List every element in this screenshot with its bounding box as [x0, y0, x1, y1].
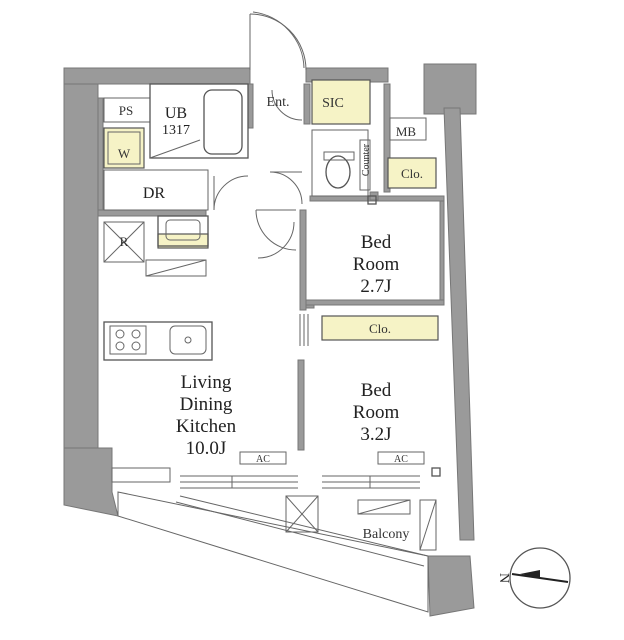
ub-size-label: 1317	[162, 123, 190, 138]
sic-label: SIC	[322, 96, 344, 111]
balcony-hatch	[285, 495, 319, 533]
balcony-storage	[357, 499, 411, 515]
ldk-size-label: 10.0J	[186, 438, 227, 459]
ldk-label-line3: Kitchen	[176, 416, 237, 437]
bed2-label-line2: Room	[353, 402, 400, 423]
mb-label: MB	[396, 124, 417, 139]
ac-ldk-label: AC	[256, 454, 270, 465]
stove	[109, 325, 147, 355]
walls	[63, 63, 477, 617]
kitchen-sink	[169, 325, 207, 355]
toilet-room	[311, 129, 369, 197]
balcony	[117, 491, 429, 613]
wash-basin	[157, 215, 209, 247]
ub-label: UB	[165, 105, 187, 122]
unit-bath	[149, 83, 249, 159]
clo-closet-mid	[321, 315, 439, 341]
balcony-label: Balcony	[363, 527, 410, 542]
bed1-label-line1: Bed	[361, 232, 392, 253]
balcony-unit	[419, 499, 437, 551]
ac-unit-ldk	[239, 451, 287, 465]
bed1-label-line2: Room	[353, 254, 400, 275]
clo-top-label: Clo.	[401, 166, 423, 181]
fixtures	[103, 83, 441, 551]
r-label: R	[120, 234, 129, 249]
bed1-size-label: 2.7J	[360, 276, 391, 297]
dr-area	[103, 169, 209, 211]
clo-closet-top	[387, 157, 437, 189]
washer-area	[103, 127, 145, 169]
compass-n-label: N	[496, 573, 511, 583]
labels: PS UB 1317 Ent. SIC MB W DR Counter Clo.…	[118, 95, 423, 542]
bathtub	[203, 89, 243, 155]
ent-label: Ent.	[267, 95, 290, 110]
doors	[213, 11, 309, 346]
ps-label: PS	[119, 103, 133, 118]
bed2-label-line1: Bed	[361, 380, 392, 401]
refrigerator-space	[103, 221, 145, 263]
windows	[111, 451, 425, 489]
clo-mid-label: Clo.	[369, 321, 391, 336]
w-label: W	[118, 146, 131, 161]
compass: N	[496, 547, 571, 609]
kitchen-counter	[103, 321, 213, 361]
ldk-label-line2: Dining	[180, 394, 233, 415]
ldk-label-line1: Living	[181, 372, 232, 393]
compass-circle	[509, 547, 571, 609]
storage-areas	[103, 79, 439, 341]
counter-label: Counter	[361, 143, 372, 176]
ac-bed-label: AC	[394, 454, 408, 465]
sic-closet	[311, 79, 371, 125]
toilet	[325, 155, 351, 189]
bed2-size-label: 3.2J	[360, 424, 391, 445]
mb-box	[389, 117, 427, 141]
ac-unit-bed	[377, 451, 425, 465]
dr-label: DR	[143, 185, 166, 202]
